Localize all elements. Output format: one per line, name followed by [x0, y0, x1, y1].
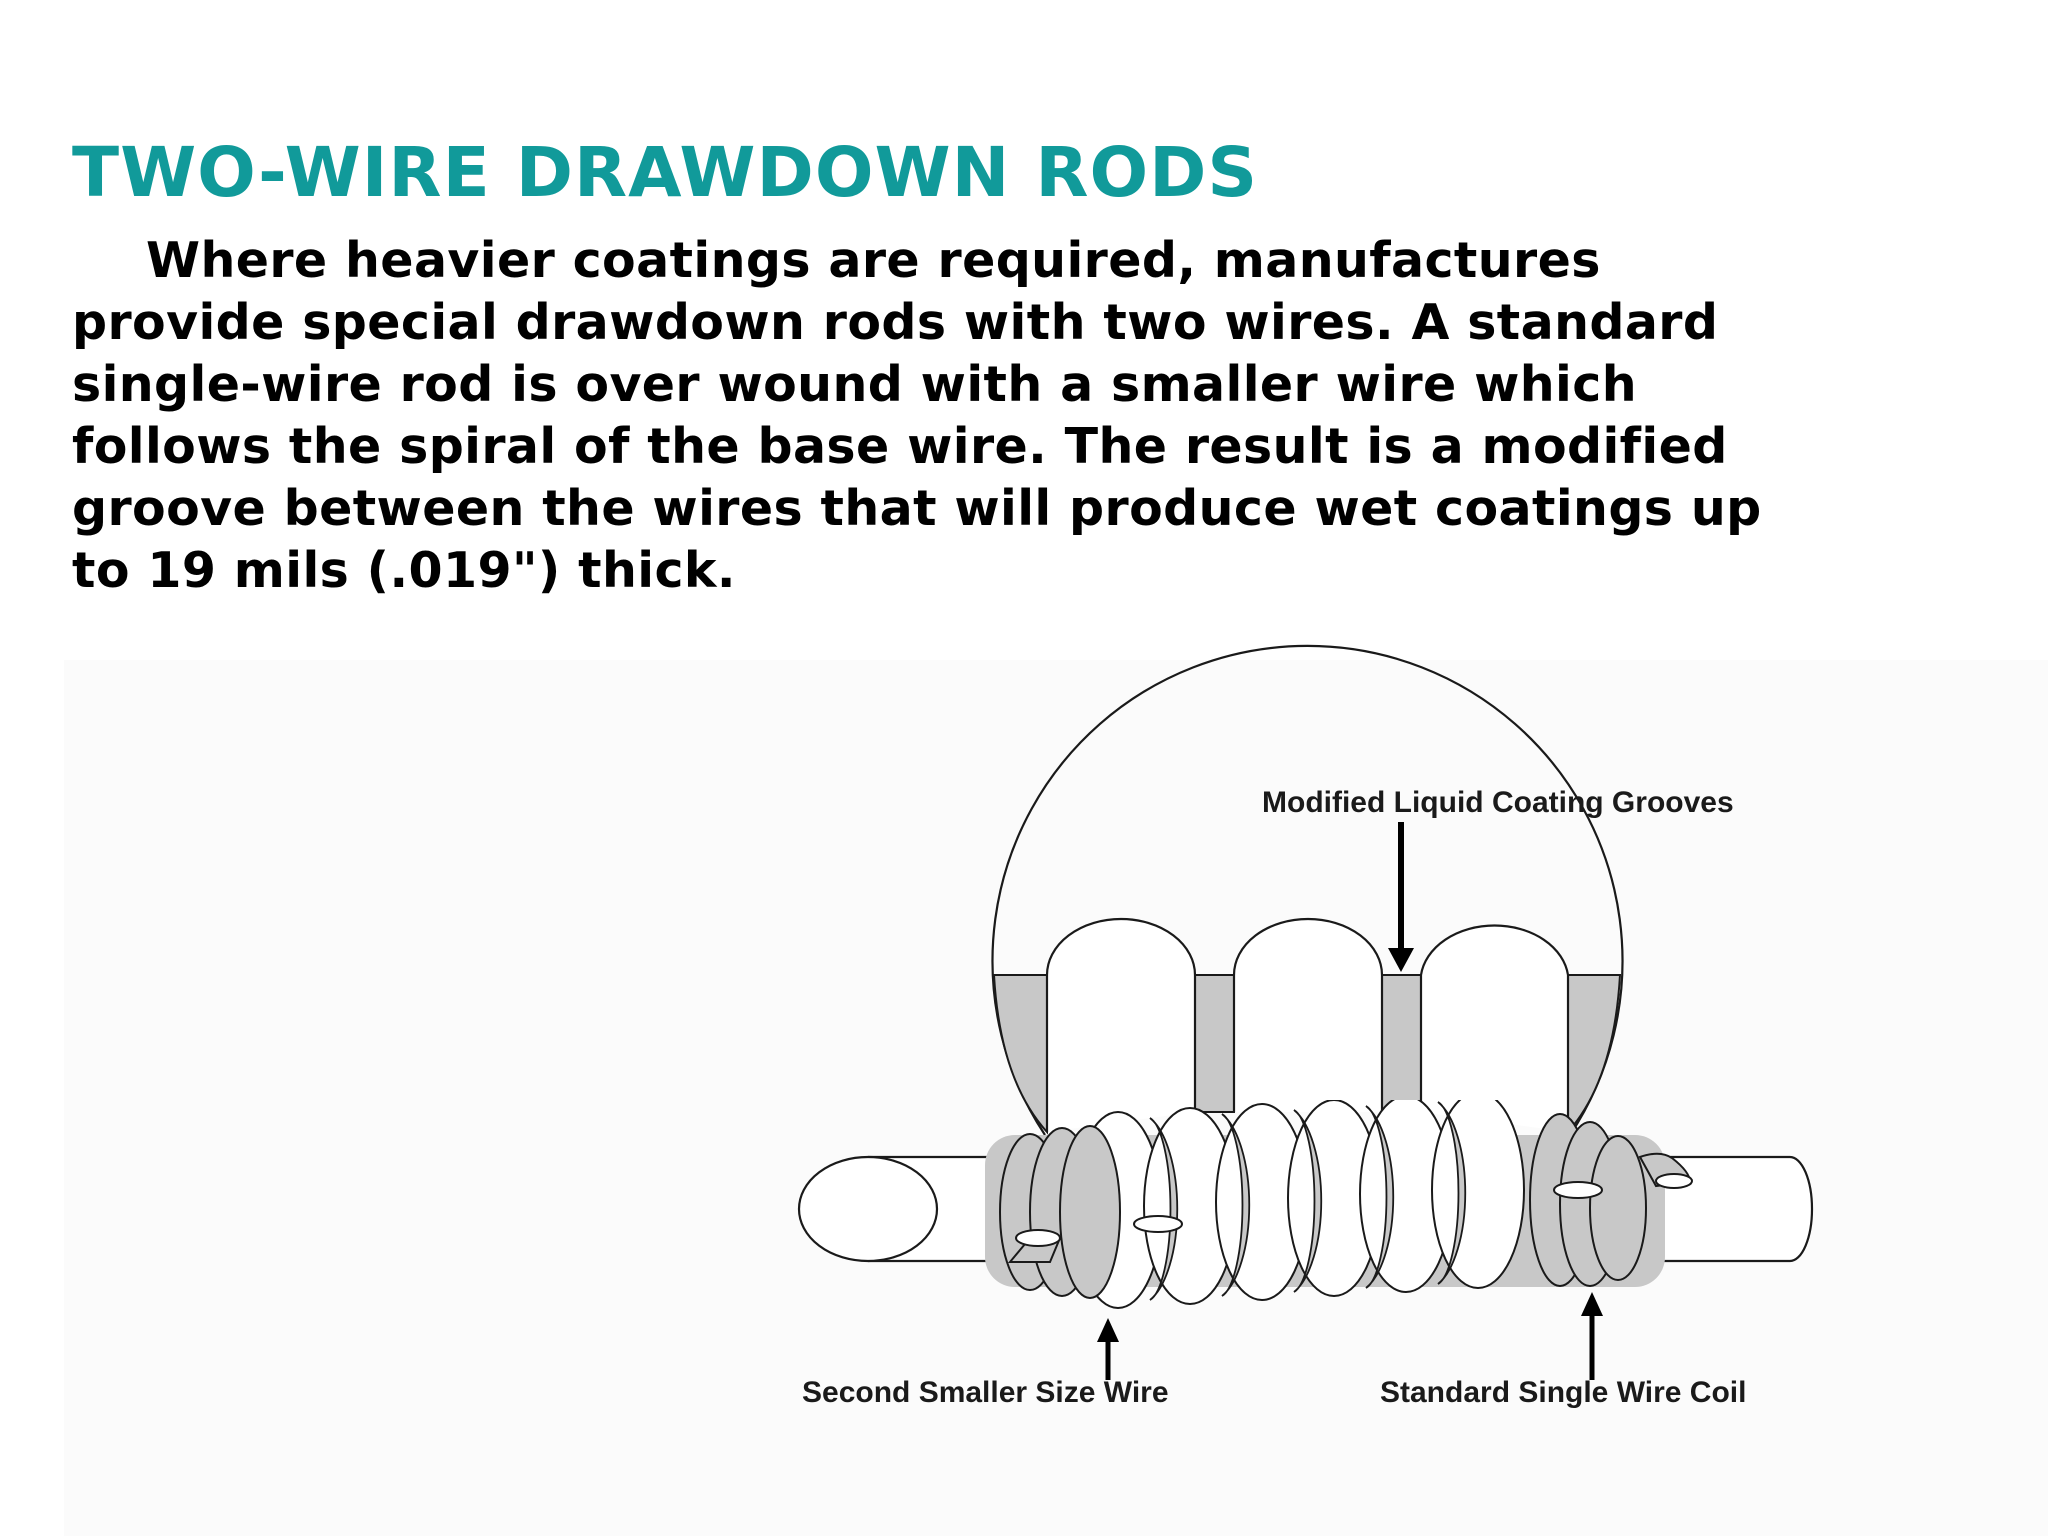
rod-left-end [797, 1155, 939, 1263]
callout-arrows [1097, 822, 1603, 1380]
groove-fill-1 [1194, 974, 1235, 1113]
second-wire-turn-5 [1437, 1101, 1467, 1285]
second-wire-turn-4 [1365, 1105, 1395, 1289]
groove-fill-right [1567, 974, 1622, 1135]
wire-ends [1007, 1152, 1693, 1263]
wire-hump-3 [1419, 924, 1570, 1132]
slide-title: TWO-WIRE DRAWDOWN RODS [72, 133, 1259, 213]
second-wire-turn-3 [1293, 1109, 1323, 1293]
groove-fill-2 [1381, 974, 1422, 1113]
magnified-section [991, 644, 1624, 1136]
label-modified-grooves: Modified Liquid Coating Grooves [1262, 786, 1734, 819]
coil-end-left-c [1059, 1125, 1121, 1299]
coil-end-right-c [1589, 1135, 1647, 1281]
second-wire-turn-1 [1149, 1117, 1179, 1301]
second-wire-arrow-head [1097, 1318, 1119, 1342]
slide-paragraph: Where heavier coatings are required, man… [72, 232, 1762, 599]
primary-wire-end-left [1133, 1215, 1183, 1233]
wire-hump-1 [1045, 917, 1197, 1132]
second-wire-end-left [1015, 1229, 1061, 1247]
primary-wire-end-right [1553, 1181, 1603, 1199]
groove-fill-left [992, 974, 1048, 1135]
label-standard-coil: Standard Single Wire Coil [1380, 1376, 1746, 1409]
rod-right-end [1789, 1155, 1814, 1263]
magnifier-outline [991, 644, 1624, 1136]
coil-turn-6 [1431, 1100, 1525, 1289]
wire-hump-2 [1232, 917, 1384, 1112]
grooves-arrow-head [1388, 948, 1414, 972]
second-wire-turn-2 [1221, 1113, 1251, 1297]
second-wire-end-right [1655, 1173, 1693, 1189]
label-second-wire: Second Smaller Size Wire [802, 1376, 1169, 1409]
standard-coil-arrow-head [1581, 1292, 1603, 1316]
